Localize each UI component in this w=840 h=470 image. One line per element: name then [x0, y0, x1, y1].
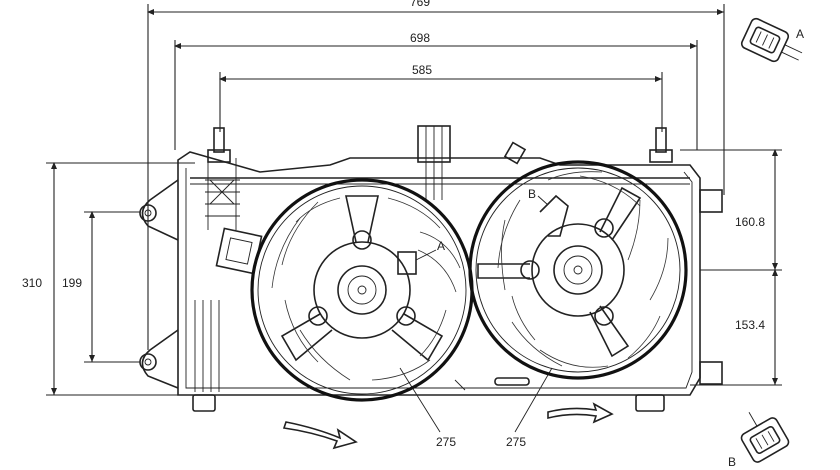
- fan-right: [468, 160, 688, 380]
- dimension-fan-right-diameter: 275: [506, 435, 526, 449]
- dimension-overall-height: 310: [22, 276, 42, 290]
- connector-a-label: A: [796, 27, 804, 41]
- dimension-lines: [46, 4, 782, 433]
- dimension-mount-spacing: 585: [412, 63, 432, 77]
- fan-left: [250, 178, 474, 402]
- fan-shroud-frame: [139, 125, 723, 412]
- dimension-mount-height: 199: [62, 276, 82, 290]
- electrical-connector-icon-b: [740, 412, 790, 463]
- rotation-arrow-icon-left: [282, 421, 358, 450]
- dimension-upper-offset: 160.8: [735, 215, 765, 229]
- dimension-lower-offset: 153.4: [735, 318, 765, 332]
- rotation-arrow-icon-right: [547, 402, 614, 424]
- dimension-frame-width: 698: [410, 31, 430, 45]
- electrical-connector-icon-a: [740, 17, 803, 63]
- connector-b-label: B: [728, 455, 736, 469]
- dimension-fan-left-diameter: 275: [436, 435, 456, 449]
- fan-left-marker: A: [437, 239, 445, 253]
- dimension-overall-width: 769: [410, 0, 430, 9]
- fan-right-marker: B: [528, 187, 536, 201]
